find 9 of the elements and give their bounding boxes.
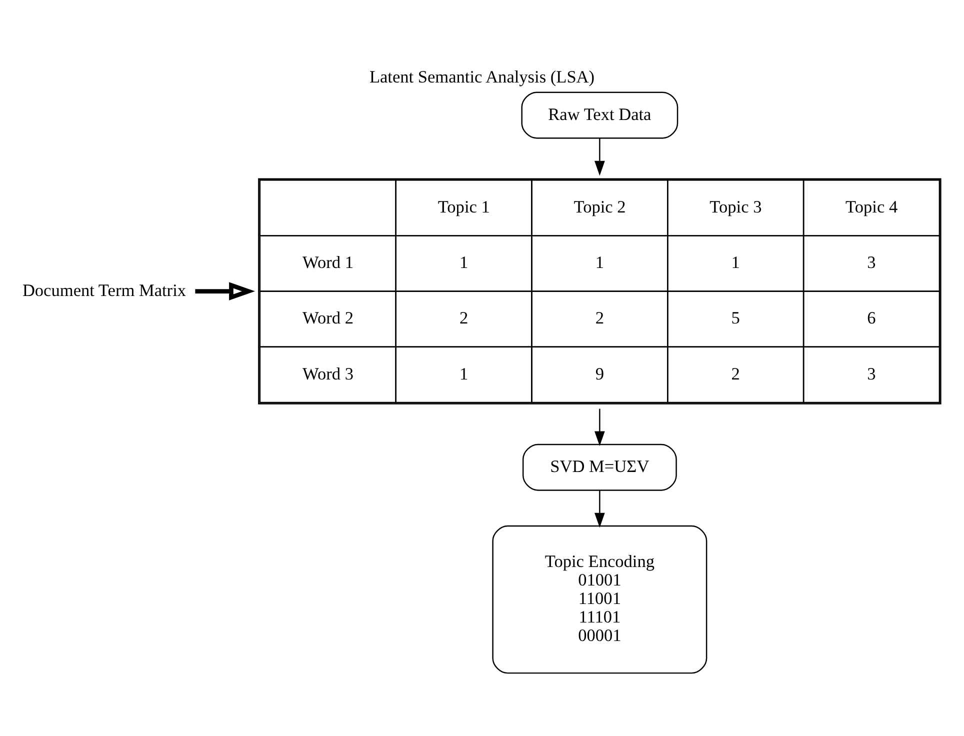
node-box: Raw Text Data [521, 91, 678, 138]
node-box: SVD M=UΣV [522, 443, 677, 490]
arrow [594, 490, 605, 528]
arrow [594, 408, 605, 446]
node-text: Document Term Matrix [22, 280, 186, 300]
node-box: Topic Encoding 01001 11001 11101 00001 [492, 524, 708, 674]
arrow [594, 138, 605, 176]
arrow [195, 282, 256, 300]
diagram-title: Latent Semantic Analysis (LSA) [369, 67, 595, 86]
